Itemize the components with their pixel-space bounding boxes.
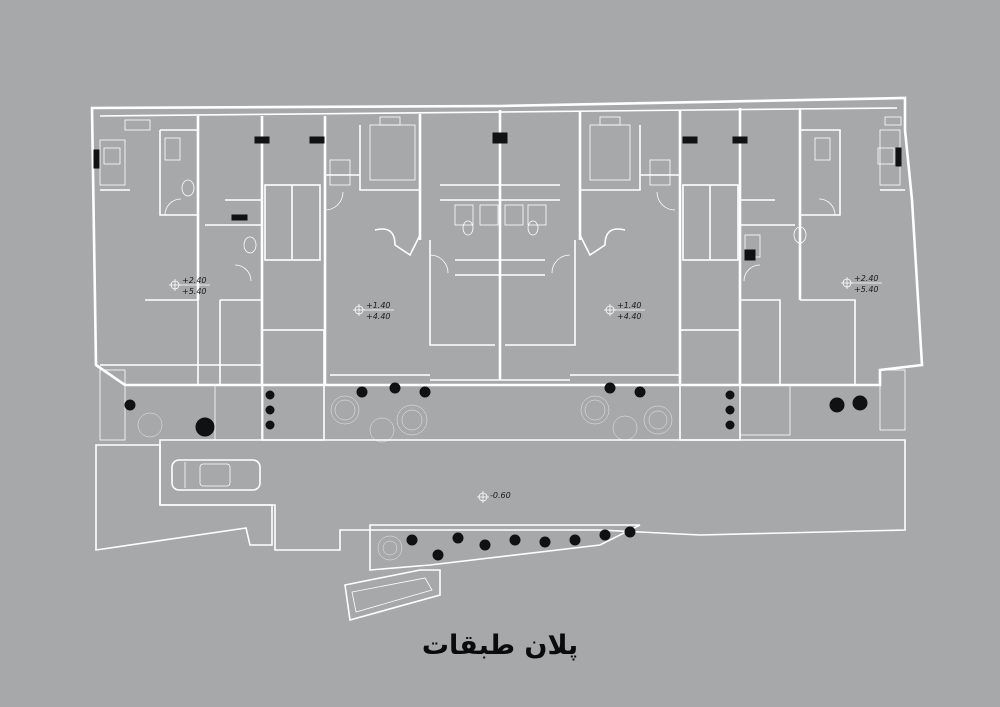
building-outline xyxy=(90,96,924,387)
bathroom-fixtures xyxy=(164,137,831,258)
level-midleft-lower: +4.40 xyxy=(366,312,391,321)
level-marker-yard: -0.60 xyxy=(477,491,511,503)
landscape-shrubs xyxy=(124,382,868,561)
level-right-lower: +5.40 xyxy=(854,285,879,294)
driveway xyxy=(95,444,273,551)
level-marker-unit-right: +2.40 +5.40 xyxy=(841,274,882,294)
parked-car-icon xyxy=(171,459,261,491)
level-marker-unit-left: +2.40 +5.40 xyxy=(169,276,210,296)
level-yard: -0.60 xyxy=(490,491,511,500)
level-left-upper: +2.40 xyxy=(182,276,207,285)
planter-bed xyxy=(344,524,641,622)
level-left-lower: +5.40 xyxy=(182,287,207,296)
counter-curves xyxy=(374,228,626,257)
level-midleft-upper: +1.40 xyxy=(366,301,391,310)
staircases xyxy=(264,184,739,261)
plan-title: پلان طبقات xyxy=(421,630,579,661)
door-swings xyxy=(164,191,836,282)
level-marker-unit-midright: +1.40 +4.40 xyxy=(604,301,645,321)
level-midright-upper: +1.40 xyxy=(617,301,642,310)
level-midright-lower: +4.40 xyxy=(617,312,642,321)
level-marker-unit-midleft: +1.40 +4.40 xyxy=(353,301,394,321)
service-shafts xyxy=(93,132,902,261)
interior-partitions xyxy=(100,125,905,385)
level-right-upper: +2.40 xyxy=(854,274,879,283)
